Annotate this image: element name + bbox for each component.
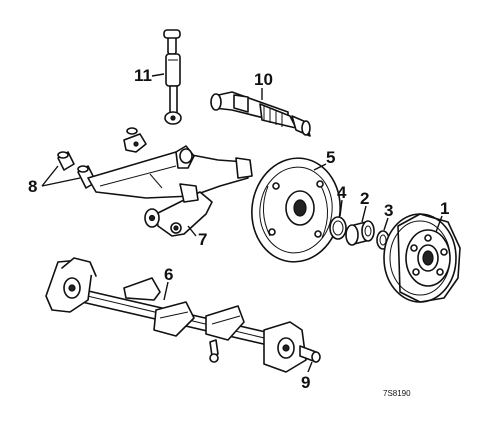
callout-3: 3 (384, 201, 393, 220)
callout-6: 6 (164, 265, 173, 284)
inner-seal-drawing (329, 216, 347, 240)
upper-mount-drawing (123, 127, 147, 153)
leader-lines (41, 73, 443, 373)
brake-drum-drawing (383, 213, 461, 303)
trailing-arm-drawing (87, 145, 253, 199)
callout-7: 7 (198, 230, 207, 249)
bracket-drawing (144, 183, 213, 237)
leader-5 (313, 163, 327, 171)
callout-4: 4 (337, 183, 347, 202)
leader-3 (383, 217, 389, 231)
callout-11: 11 (134, 66, 152, 85)
callout-5: 5 (326, 148, 335, 167)
spindle-bolt-drawing (299, 345, 321, 363)
leader-8a (41, 165, 59, 187)
leader-1 (435, 215, 443, 233)
reference-code: 7S8190 (383, 389, 411, 398)
shock-absorber-drawing (163, 29, 182, 125)
callout-2: 2 (360, 189, 369, 208)
callout-labels: 11 10 8 5 7 4 2 3 1 6 9 (28, 66, 449, 392)
axle-shaft-drawing (210, 91, 311, 137)
leader-4 (339, 199, 343, 217)
leader-8b (41, 177, 81, 187)
leader-2 (361, 205, 367, 223)
callout-10: 10 (254, 70, 273, 89)
callout-9: 9 (301, 373, 310, 392)
leader-9 (307, 361, 313, 373)
leader-7 (187, 225, 197, 237)
leader-11 (151, 73, 165, 77)
leader-6 (163, 281, 169, 301)
axle-beam-drawing (45, 257, 307, 373)
callout-1: 1 (440, 199, 449, 218)
wheel-bearing-drawing (345, 220, 375, 246)
backing-plate-drawing (251, 157, 341, 263)
callout-8: 8 (28, 177, 37, 196)
